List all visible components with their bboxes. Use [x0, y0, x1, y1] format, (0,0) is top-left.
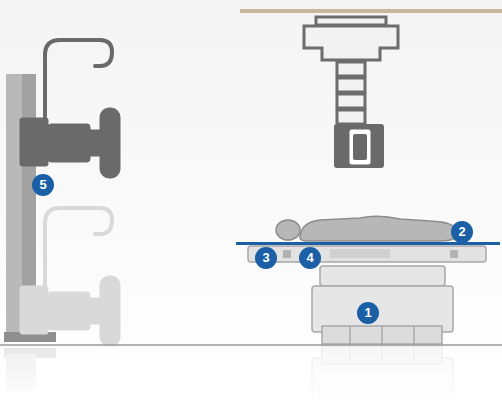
- callout-number: 2: [451, 221, 473, 243]
- callout-number: 4: [299, 247, 321, 269]
- callout-number: 3: [255, 247, 277, 269]
- callout-number: 5: [32, 174, 54, 196]
- callout-number: 1: [357, 302, 379, 324]
